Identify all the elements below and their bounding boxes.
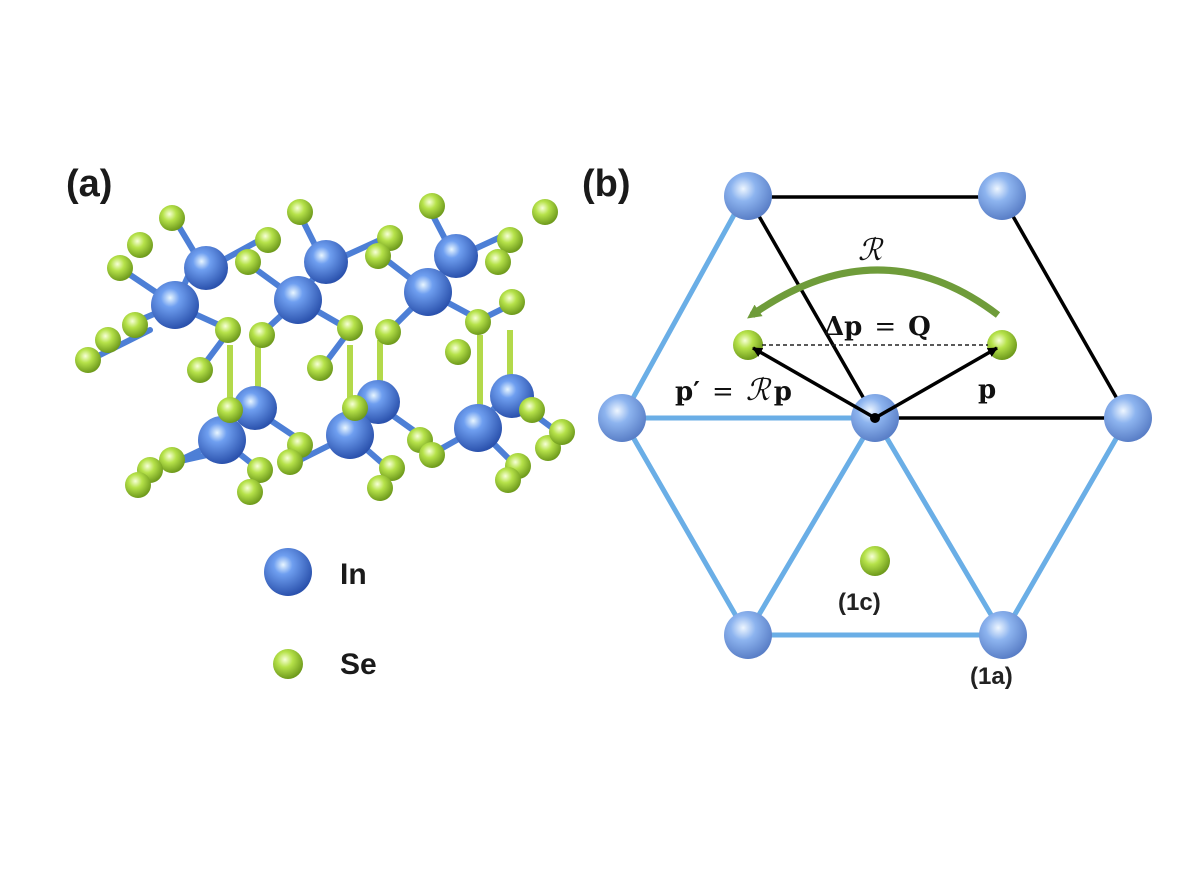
lattice-edge <box>872 415 1006 638</box>
se-atoms-upper <box>75 193 558 383</box>
p-prime-equation: p′ = ℛ p <box>675 373 792 408</box>
in-lattice-atoms <box>598 172 1152 659</box>
in-atom <box>724 172 772 220</box>
in-atom <box>724 611 772 659</box>
origin-dot <box>870 413 880 423</box>
crystal-structure-illustration <box>75 193 575 505</box>
in-atom <box>598 394 646 442</box>
q-vector: Q <box>908 312 931 342</box>
se-atom-1c-site <box>860 546 890 576</box>
vector-p-prime <box>752 346 876 420</box>
p-prime: p′ <box>675 377 700 407</box>
panel-b: (b) <box>582 163 1152 690</box>
triangular-lattice <box>619 192 1131 638</box>
vector-p <box>874 346 998 420</box>
se-atoms-lower <box>125 395 575 505</box>
in-atoms-upper <box>151 234 478 329</box>
lattice-edge <box>744 415 878 638</box>
panel-a-label: (a) <box>66 163 112 205</box>
legend-in-swatch <box>264 548 312 596</box>
lattice-edge <box>619 192 748 421</box>
in-atoms-lower <box>198 374 534 464</box>
delta-p-equals-q-label: Δp = Q <box>824 312 931 342</box>
legend: In Se <box>264 548 377 681</box>
in-atom-1a-site <box>979 611 1027 659</box>
in-atom <box>1104 394 1152 442</box>
site-1c-label: (1c) <box>838 589 881 616</box>
legend-in-label: In <box>340 558 367 591</box>
se-atom-rotated <box>733 330 763 360</box>
p-vector-in-eq: p <box>774 377 792 407</box>
rotation-symbol: ℛ <box>858 233 884 268</box>
in-atom <box>978 172 1026 220</box>
lattice-edge <box>1000 415 1131 638</box>
panel-a: (a) <box>66 163 575 681</box>
se-atom-original <box>987 330 1017 360</box>
unit-cell <box>744 195 1132 420</box>
delta-p: Δp <box>824 312 862 342</box>
legend-se-swatch <box>273 649 303 679</box>
p-vector-label: p <box>978 375 996 405</box>
lattice-edge <box>619 415 750 638</box>
equals-sign: = <box>712 377 734 407</box>
rotation-operator: ℛ <box>746 373 772 408</box>
site-1a-label: (1a) <box>970 663 1013 690</box>
legend-se-label: Se <box>340 648 377 681</box>
rotation-arrow <box>747 266 1001 319</box>
panel-b-label: (b) <box>582 163 631 205</box>
equals-sign: = <box>874 312 896 342</box>
